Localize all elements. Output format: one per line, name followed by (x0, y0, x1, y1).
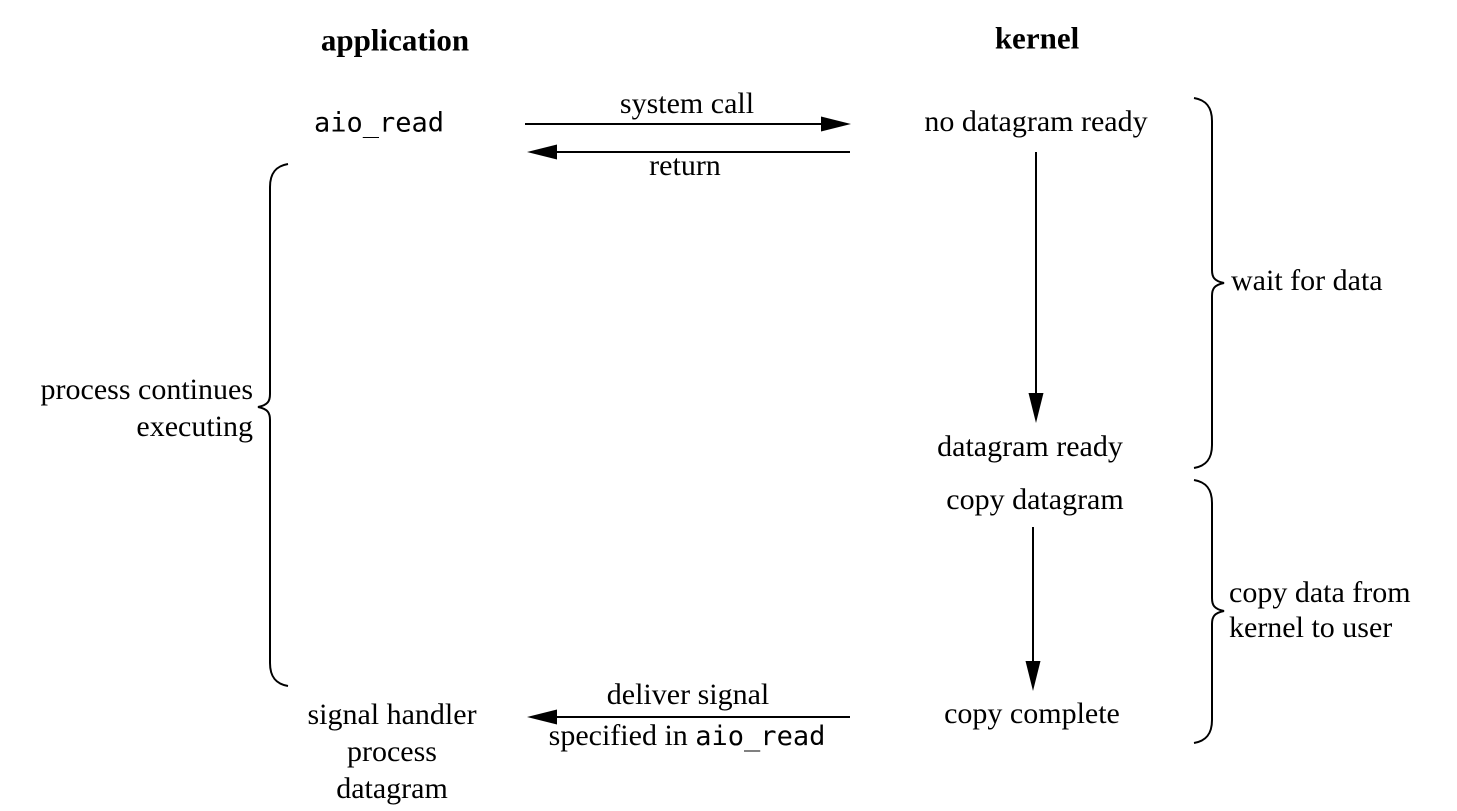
application-column-header: application (320, 22, 470, 58)
copy-data-from-label: copy data from kernel to user (1229, 575, 1411, 645)
aio-read-call-label: aio_read (313, 107, 445, 139)
signal-handler-line3: datagram (336, 772, 448, 805)
copy-complete-label: copy complete (944, 697, 1120, 730)
wait-for-data-arrow-icon (1028, 152, 1044, 423)
specified-in-code: aio_read (695, 721, 826, 752)
system-call-label: system call (619, 87, 755, 120)
specified-in-text: specified in (548, 719, 696, 752)
process-continues-brace-icon (257, 163, 289, 687)
wait-for-data-brace-icon (1193, 97, 1225, 469)
copy-data-from-line1: copy data from (1229, 576, 1411, 609)
copy-datagram-label: copy datagram (946, 483, 1124, 516)
kernel-column-header: kernel (994, 20, 1080, 56)
system-call-arrow-icon (525, 116, 851, 132)
signal-handler-line2: process (347, 735, 437, 768)
copy-data-brace-icon (1193, 479, 1225, 744)
deliver-signal-arrow-icon (527, 709, 850, 725)
no-datagram-ready-label: no datagram ready (924, 105, 1148, 138)
deliver-signal-label: deliver signal (606, 678, 770, 711)
return-label: return (649, 149, 721, 182)
specified-in-aio-read-label: specified in aio_read (549, 721, 826, 751)
datagram-ready-label: datagram ready (937, 430, 1123, 463)
copy-data-arrow-icon (1025, 527, 1041, 691)
return-arrow-icon (527, 144, 850, 160)
copy-data-from-line2: kernel to user (1229, 611, 1393, 644)
signal-handler-label: signal handler process datagram (307, 696, 476, 807)
wait-for-data-label: wait for data (1231, 264, 1383, 297)
process-continues-line1: process continues (40, 373, 253, 406)
process-continues-label: process continues executing (41, 371, 253, 445)
signal-handler-line1: signal handler (307, 698, 477, 731)
process-continues-line2: executing (136, 410, 253, 443)
